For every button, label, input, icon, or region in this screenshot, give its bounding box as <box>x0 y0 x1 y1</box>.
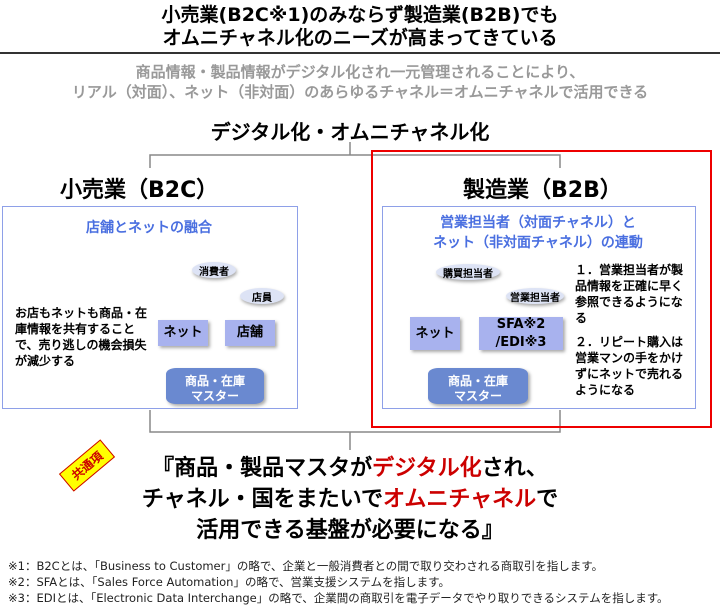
conclusion-line-2: チャネル・国をまたいでオムニチャネルで <box>141 487 559 512</box>
sfa-edi-node: SFA※2/EDI※3 <box>479 317 563 350</box>
footnote-3: ※3：EDIとは、「Electronic Data Interchange」の略… <box>8 591 669 605</box>
conclusion-line-1: 『商品・製品マスタがデジタル化され、 <box>152 456 548 481</box>
net-node: ネット <box>410 317 460 350</box>
page-title: 小売業(B2C※1)のみならず製造業(B2B)でもオムニチャネル化のニーズが高ま… <box>161 4 559 49</box>
b2c-heading: 小売業（B2C） <box>60 178 219 203</box>
net-node: ネット <box>158 320 208 346</box>
footnote-1: ※1：B2Cとは、「Business to Customer」の略で、企業と一般… <box>8 559 604 573</box>
b2b-point-1: １．営業担当者が製品情報を正確に早く参照できるようになる <box>575 263 684 325</box>
divider <box>0 52 720 54</box>
footnote-2: ※2：SFAとは、「Sales Force Automation」の略で、営業支… <box>8 575 450 589</box>
store-node: 店舗 <box>225 320 275 346</box>
b2b-heading: 製造業（B2B） <box>463 178 622 203</box>
consumer-node: 消費者 <box>192 262 236 278</box>
buyer-node: 購買担当者 <box>436 264 500 280</box>
b2b-point-2: ２．リピート購入は営業マンの手をかけずにネットで売れるようになる <box>575 335 684 397</box>
product-inventory-master: 商品・在庫マスター <box>428 368 528 404</box>
b2c-box-title: 店舗とネットの融合 <box>86 220 212 236</box>
b2b-box-title: 営業担当者（対面チャネル）とネット（非対面チャネル）の連動 <box>433 215 643 251</box>
center-heading: デジタル化・オムニチャネル化 <box>210 120 490 144</box>
product-inventory-master: 商品・在庫マスター <box>166 368 264 404</box>
b2b-highlight-frame <box>371 150 712 428</box>
sales-node: 営業担当者 <box>506 288 564 304</box>
conclusion-line-3: 活用できる基盤が必要になる』 <box>196 518 504 543</box>
b2c-description: お店もネットも商品・在庫情報を共有することで、売り逃しの機会損失が減少する <box>15 306 148 368</box>
subtitle: 商品情報・製品情報がデジタル化され一元管理されることにより、リアル（対面）、ネッ… <box>71 63 649 101</box>
staff-node: 店員 <box>240 288 284 304</box>
